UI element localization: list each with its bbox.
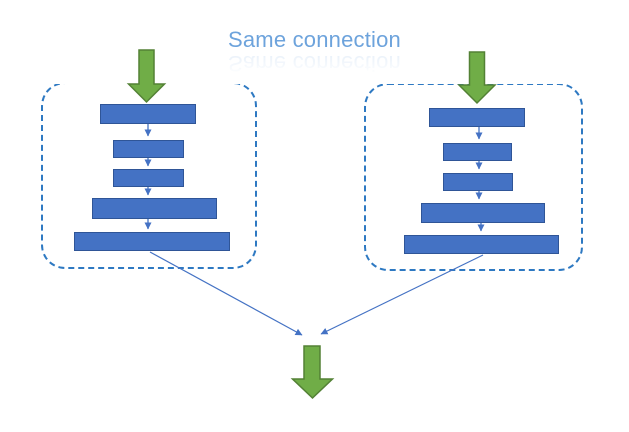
left-stack-layer-1	[100, 104, 196, 124]
title-reflection-fade	[0, 52, 629, 84]
left-stack-layer-3	[113, 169, 184, 187]
left-stack-layer-5	[74, 232, 230, 251]
right-stack-layer-4	[421, 203, 545, 223]
right-stack-layer-2	[443, 143, 512, 161]
diagram-title: Same connection	[228, 27, 401, 52]
left-stack-layer-2	[113, 140, 184, 158]
left-stack-layer-4	[92, 198, 217, 219]
green-down-arrow-icon-bottom	[290, 345, 335, 400]
right-stack-layer-5	[404, 235, 559, 254]
right-stack-layer-1	[429, 108, 525, 127]
right-stack-layer-3	[443, 173, 513, 191]
